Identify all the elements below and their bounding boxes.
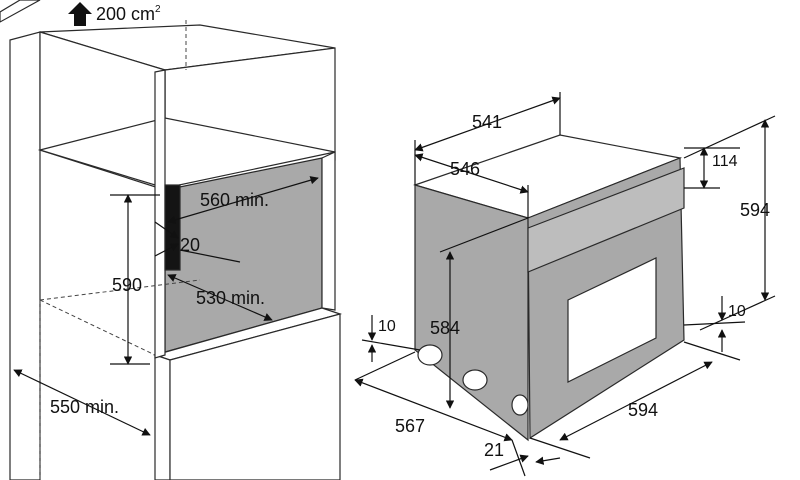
oven-foot-1 [417, 344, 443, 366]
cabinet-right-front [321, 151, 336, 311]
cabinet-dimension-lines [13, 176, 319, 436]
cabinet-depth-label: 530 min. [196, 288, 265, 308]
oven-depth-side-label: 546 [450, 159, 480, 179]
cabinet-lower-front [154, 354, 171, 480]
oven-dimension-lines [354, 92, 776, 477]
oven-foot-3 [511, 394, 529, 416]
oven-control-strip [527, 167, 685, 273]
vent-area-label: 200 cm2 [96, 4, 161, 24]
cabinet-height-label: 590 [112, 275, 142, 295]
oven-door-window [567, 257, 657, 383]
cabinet-lower-side [169, 313, 341, 480]
cabinet-vent-gap-label: 20 [180, 235, 200, 255]
oven-total-depth-label: 567 [395, 416, 425, 436]
oven-width-label: 594 [628, 400, 658, 420]
corner-fragment [0, 0, 41, 23]
oven-control-height-label: 114 [712, 153, 738, 170]
oven-left-gap-label: 10 [378, 318, 396, 335]
oven-depth-top-label: 541 [472, 112, 502, 132]
oven-group [413, 134, 685, 442]
vent-slot [164, 184, 181, 271]
oven-height-label: 594 [740, 200, 770, 220]
cabinet-front-post [154, 69, 166, 359]
cabinet-total-depth-label: 550 min. [50, 397, 119, 417]
oven-right-gap-label: 10 [728, 303, 746, 320]
oven-front-thickness-label: 21 [484, 440, 504, 460]
oven-body-height-label: 584 [430, 318, 460, 338]
cabinet-width-label: 560 min. [200, 190, 269, 210]
arrow-up-icon [68, 2, 92, 26]
oven-foot-2 [462, 369, 488, 391]
oven-left-side [414, 184, 529, 442]
cabinet-left-side [9, 31, 41, 480]
